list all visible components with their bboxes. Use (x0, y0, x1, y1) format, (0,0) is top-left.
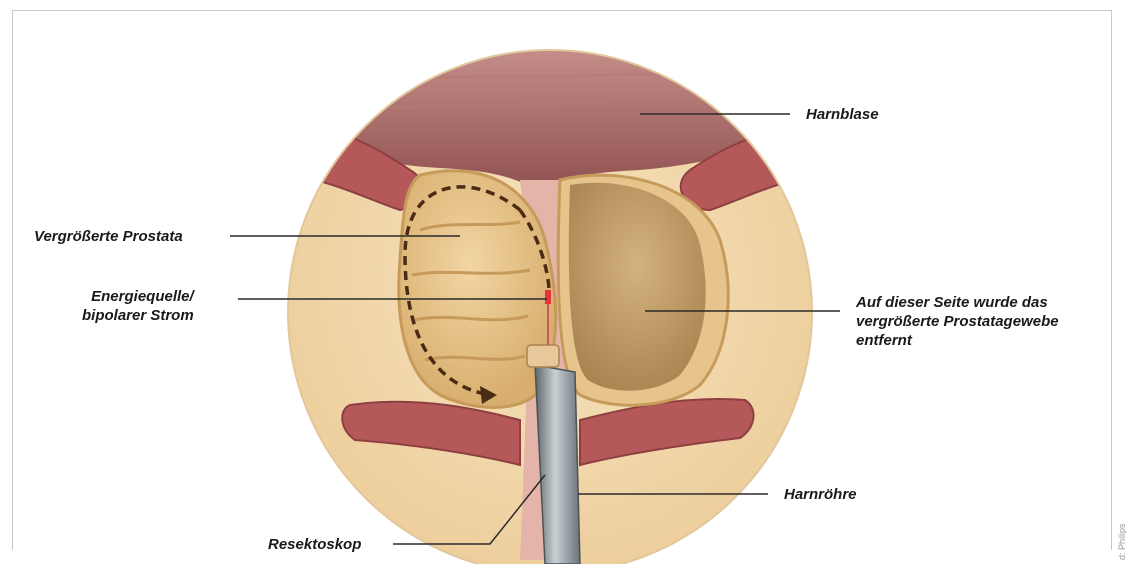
label-entfernt: Auf dieser Seite wurde das vergrößerte P… (856, 293, 1059, 350)
energy-tip (545, 290, 551, 304)
label-harnroehre: Harnröhre (784, 485, 857, 504)
resectoscope-tip (527, 345, 559, 367)
label-entfernt-line1: Auf dieser Seite wurde das (856, 293, 1059, 312)
label-energiequelle-line2: bipolarer Strom (82, 306, 194, 325)
label-resektoskop: Resektoskop (268, 535, 361, 554)
label-energiequelle: Energiequelle/ bipolarer Strom (82, 287, 194, 325)
label-entfernt-line2: vergrößerte Prostatagewebe (856, 312, 1059, 331)
image-credit: d: Philips (1117, 523, 1127, 560)
label-entfernt-line3: entfernt (856, 331, 1059, 350)
label-harnblase: Harnblase (806, 105, 879, 124)
label-energiequelle-line1: Energiequelle/ (82, 287, 194, 306)
label-vergroesserte-prostata: Vergrößerte Prostata (34, 227, 183, 246)
